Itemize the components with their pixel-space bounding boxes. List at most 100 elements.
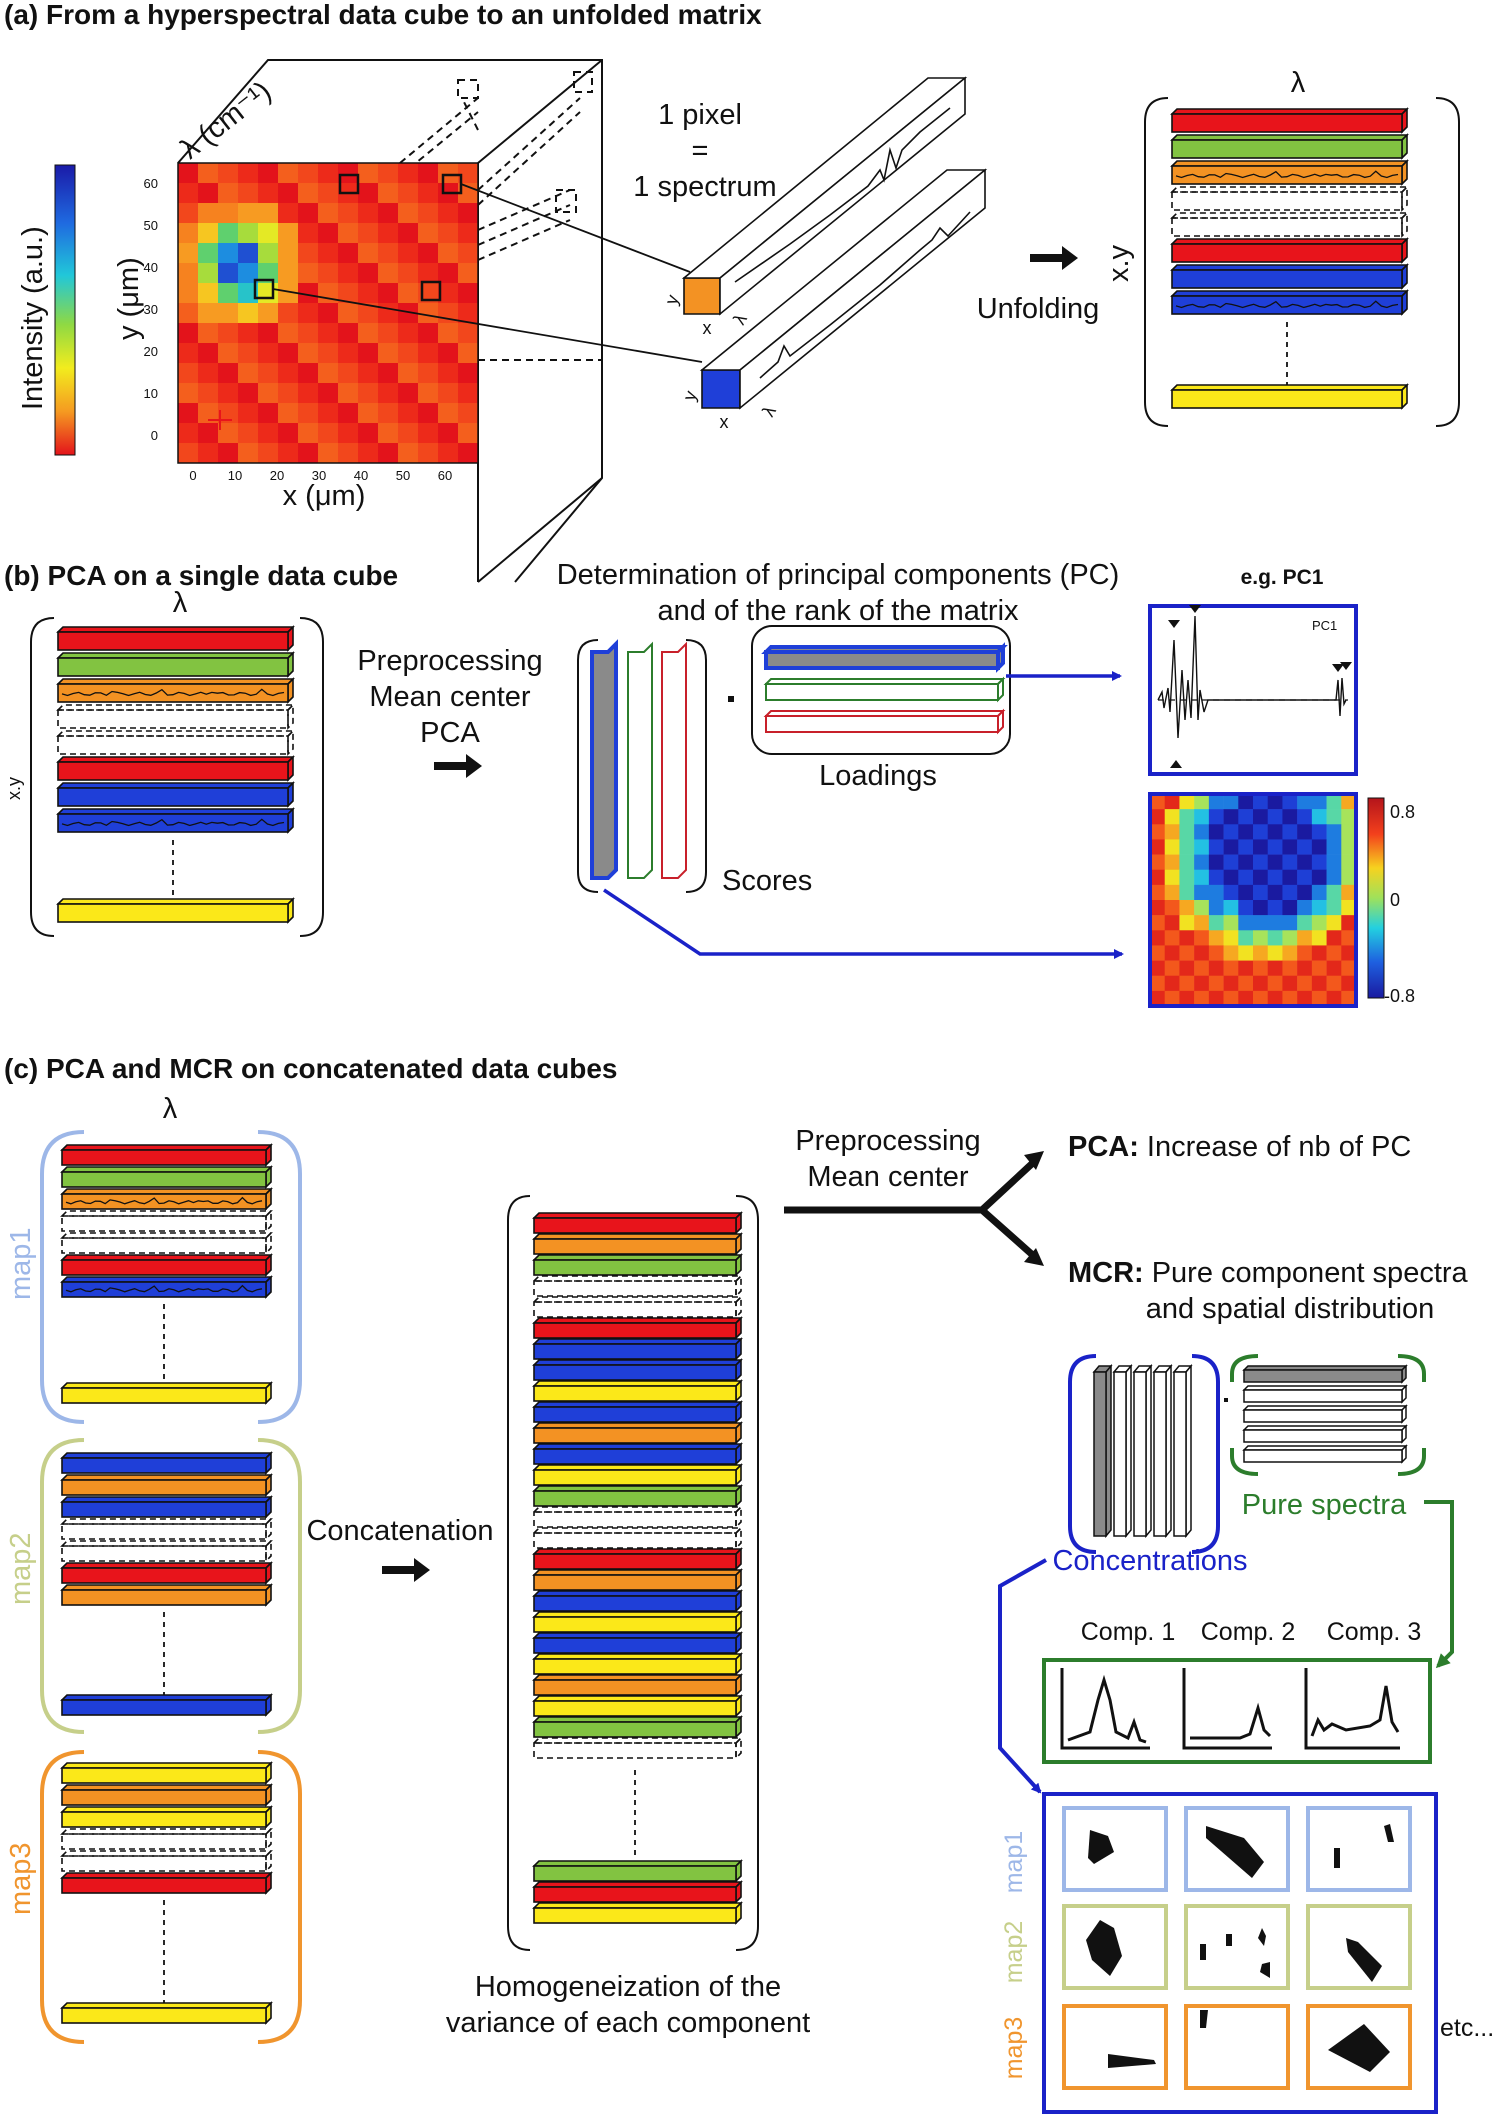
- heatmap-pixel: [398, 403, 418, 423]
- heatmap-pixel: [198, 423, 218, 443]
- concentrations-matrix: Concentrations: [1052, 1354, 1248, 1577]
- map-label: map1: [1000, 1831, 1028, 1894]
- score-map-pixel: [1223, 945, 1239, 961]
- score-map-pixel: [1341, 900, 1357, 916]
- heatmap-pixel: [178, 443, 198, 463]
- bar-front-face: [1171, 295, 1403, 315]
- score-map-pixel: [1326, 930, 1342, 946]
- score-map-pixel: [1326, 824, 1342, 840]
- distribution-blob: [1328, 2024, 1390, 2072]
- score-map-pixel: [1150, 930, 1166, 946]
- score-map-pixel: [1164, 930, 1180, 946]
- heatmap-pixel: [378, 403, 398, 423]
- score-map-pixel: [1208, 884, 1224, 901]
- heatmap-pixel: [418, 203, 438, 223]
- y-axis: 0 10 20 30 40 50 60 y (μm): [113, 176, 158, 443]
- score-map-pixel: [1238, 854, 1254, 871]
- bar-front-face: [533, 1886, 737, 1903]
- score-map-pixel: [1267, 960, 1283, 977]
- panel-b: (b) PCA on a single data cube λ x.y Prep…: [4, 559, 1415, 1008]
- bar-front-face: [533, 1217, 737, 1234]
- heatmap-pixel: [378, 303, 398, 323]
- matrix-row-bar: [56, 651, 295, 678]
- cube-lambda-label: λ (cm⁻¹): [175, 75, 278, 165]
- score-map-pixel: [1208, 990, 1224, 1007]
- bar-front-face: [533, 1616, 737, 1633]
- score-map-pixel: [1194, 824, 1210, 840]
- y-tick: 0: [151, 428, 158, 443]
- heatmap-pixel: [458, 243, 478, 263]
- prism-axis-lambda: λ: [729, 310, 751, 328]
- matrix-row-bar: [532, 1715, 743, 1739]
- score-map-pixel: [1208, 915, 1224, 931]
- pure-spectrum-bar: [1242, 1444, 1408, 1464]
- heatmap-pixel: [198, 203, 218, 223]
- heatmap-pixel: [178, 303, 198, 323]
- score-map-pixel: [1282, 900, 1298, 916]
- distribution-blob: [1200, 2010, 1208, 2028]
- score-map-pixel: [1208, 854, 1224, 871]
- score-map-pixel: [1238, 915, 1254, 931]
- score-map-pixel: [1208, 900, 1224, 916]
- score-map-pixel: [1164, 915, 1180, 931]
- heatmap-pixel: [258, 323, 278, 343]
- bar-front-face: [1243, 1369, 1403, 1383]
- heatmap-pixel: [178, 383, 198, 403]
- heatmap-pixel: [358, 163, 378, 183]
- heatmap-pixel: [378, 243, 398, 263]
- loadings-matrix: Loadings: [751, 625, 1011, 792]
- matrix-row-bar: [1170, 383, 1409, 410]
- bar-side-face: [287, 729, 294, 756]
- pc1-plot-label: PC1: [1312, 618, 1337, 633]
- bar-front-face: [533, 1637, 737, 1654]
- heatmap-pixel: [258, 223, 278, 243]
- score-map-frame: [1148, 792, 1358, 1008]
- unfolding-arrow: [1030, 246, 1078, 270]
- pixel-equals: =: [692, 135, 709, 167]
- heatmap-pixel: [338, 423, 358, 443]
- heatmap-pixel: [398, 263, 418, 283]
- bar-side-face: [287, 703, 294, 730]
- bar-side-face: [1401, 211, 1408, 238]
- score-map-pixel: [1194, 900, 1210, 916]
- intensity-colorbar: [54, 164, 76, 456]
- heatmap-pixel: [458, 443, 478, 463]
- bar-front-face: [533, 1742, 737, 1759]
- concentration-bar: [1153, 1371, 1167, 1537]
- score-map-pixel: [1208, 869, 1224, 886]
- score-map-pixel: [1297, 884, 1313, 901]
- matrix-row-bar: [60, 1451, 273, 1475]
- heatmap-pixel: [438, 383, 458, 403]
- bar-front-face: [57, 761, 289, 781]
- pca-text: Increase of nb of PC: [1147, 1131, 1411, 1163]
- bar-front-face: [533, 1385, 737, 1402]
- heatmap-pixel: [318, 423, 338, 443]
- matrix-lambda-label: λ: [173, 587, 188, 619]
- heatmap-pixel: [458, 263, 478, 283]
- heatmap-pixel: [398, 283, 418, 303]
- pca-result: PCA:Increase of nb of PC: [1068, 1131, 1411, 1163]
- distribution-blob: [1108, 2054, 1156, 2068]
- score-map-pixel: [1253, 794, 1269, 810]
- bar-front-face: [61, 1545, 267, 1562]
- mean-center-label: Mean center: [369, 681, 531, 713]
- heatmap-pixel: [238, 403, 258, 423]
- matrix-row-bar: [60, 1495, 273, 1519]
- score-map-pixel: [1341, 809, 1357, 825]
- score-map-pixel: [1150, 854, 1166, 871]
- heatmap-pixel: [298, 263, 318, 283]
- matrix-row-bar: [60, 1827, 273, 1851]
- bar-front-face: [533, 1700, 737, 1717]
- matrix-row-bar: [1170, 237, 1409, 264]
- score-map-pixel: [1297, 794, 1313, 810]
- heatmap-pixel: [258, 343, 278, 363]
- score-map-pixel: [1267, 945, 1283, 961]
- example-label: e.g. PC1: [1241, 566, 1324, 589]
- heatmap-pixel: [338, 243, 358, 263]
- bar-spectrum-line: [65, 1284, 263, 1293]
- score-map-pixel: [1282, 794, 1298, 810]
- heatmap-pixel: [258, 263, 278, 283]
- bar-front-face: [61, 1259, 267, 1276]
- score-map-pixel: [1341, 915, 1357, 931]
- concentration-bar: [1133, 1371, 1147, 1537]
